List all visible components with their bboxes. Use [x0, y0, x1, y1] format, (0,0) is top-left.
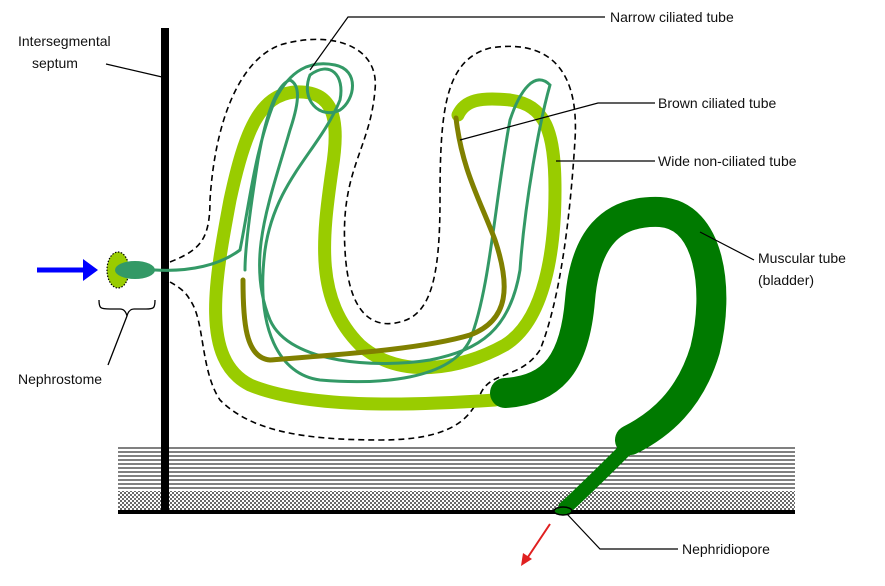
- dashed-outline: [169, 38, 577, 441]
- nephrostome-bracket: [98, 299, 156, 366]
- label-muscular-tube-2: (bladder): [758, 272, 814, 288]
- label-narrow-ciliated-tube: Narrow ciliated tube: [610, 9, 734, 25]
- muscular-tube-duct: [558, 438, 637, 515]
- body-wall-muscle-layer: [118, 447, 795, 489]
- wide-non-ciliated-tube: [209, 85, 562, 411]
- brown-leader-line: [459, 102, 655, 141]
- narrow-leader-line: [309, 16, 605, 71]
- outflow-arrow-icon: [521, 523, 551, 566]
- inflow-arrow-icon: [37, 259, 98, 281]
- narrow-ciliated-tube: [153, 62, 552, 384]
- label-brown-ciliated-tube: Brown ciliated tube: [658, 95, 777, 111]
- nephridiopore-opening: [553, 506, 573, 516]
- muscular-tube: [490, 196, 727, 455]
- septum-leader-line: [105, 63, 163, 78]
- nephrostome-opening: [115, 261, 155, 279]
- muscular-leader-line: [699, 231, 755, 261]
- body-wall-epidermis: [118, 491, 795, 510]
- label-nephrostome: Nephrostome: [18, 371, 102, 387]
- label-nephridiopore: Nephridiopore: [682, 541, 770, 557]
- label-septum-2: septum: [32, 55, 78, 71]
- label-wide-non-ciliated-tube: Wide non-ciliated tube: [658, 153, 797, 169]
- label-muscular-tube-1: Muscular tube: [758, 250, 846, 266]
- brown-ciliated-tube: [240, 115, 507, 363]
- label-septum-1: Intersegmental: [18, 33, 111, 49]
- nephridiopore-leader-line: [566, 513, 678, 550]
